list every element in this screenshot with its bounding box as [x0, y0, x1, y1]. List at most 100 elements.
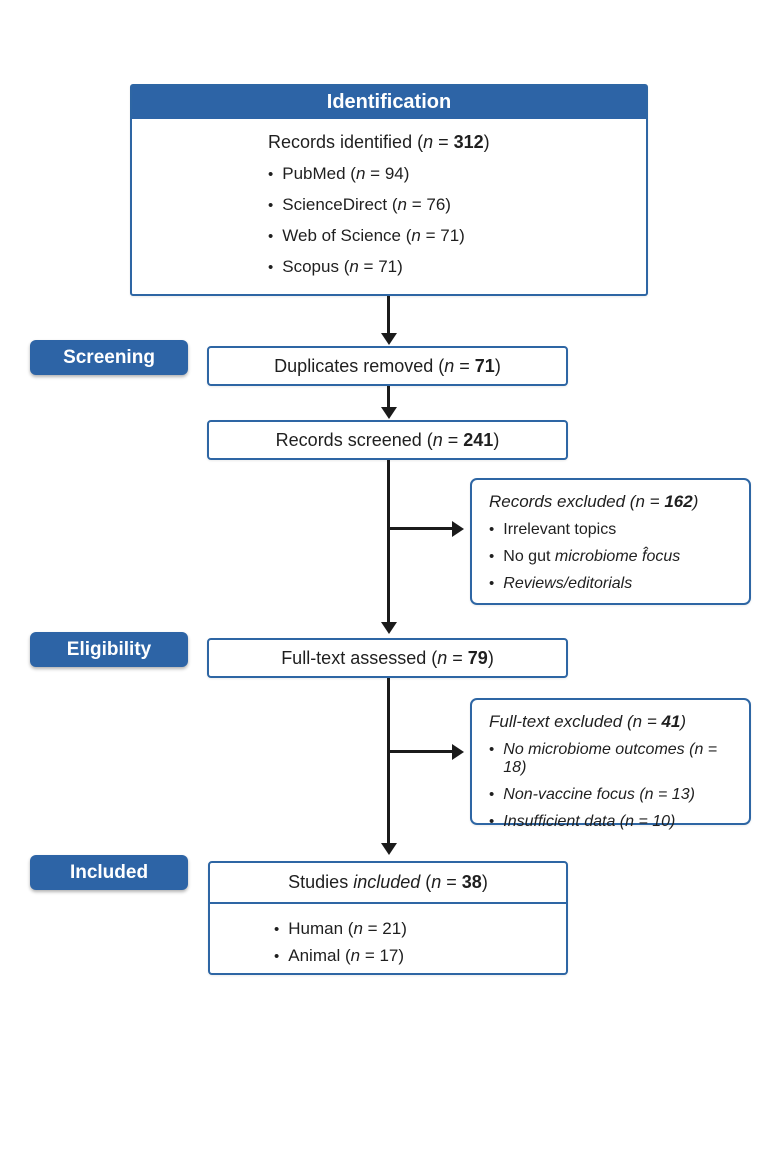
item-label: )	[403, 164, 410, 183]
n-symbol: n	[431, 872, 442, 892]
count-value: 13	[671, 786, 690, 803]
list-item-pubmed: • PubMed (n = 94)	[268, 164, 646, 184]
studies-included-list: •Human (n = 21) • Animal (n = 17)	[210, 904, 566, 966]
count-value: 71	[474, 355, 495, 376]
box-text: Duplicates removed (n = 71)	[274, 356, 501, 377]
item-text: PubMed (n = 94)	[282, 164, 409, 184]
n-symbol: n	[355, 164, 366, 183]
title-text: )	[680, 712, 687, 731]
box-text: Full-text assessed (n = 79)	[281, 648, 494, 669]
list-item-no-gut-microbiome-focus: •No gut microbiome f̂ocus	[489, 548, 741, 566]
full-text-excluded-box: Full-text excluded (n = 41) • No microbio…	[470, 698, 751, 830]
arrow-right-icon	[452, 744, 464, 760]
box-label: Full-text assessed (	[281, 647, 438, 668]
count-value: 18	[503, 759, 522, 776]
equals: =	[653, 786, 672, 803]
list-item-non-vaccine-focus: •Non-vaccine focus (n = 13)	[489, 786, 741, 804]
full-text-excluded-title: Full-text excluded (n = 41)	[489, 712, 741, 732]
bullet-icon: •	[268, 259, 274, 276]
n-symbol: n	[350, 946, 361, 965]
item-text: No microbiome outcomes (n = 18)	[503, 741, 741, 777]
records-excluded-title: Records excluded (n = 162)	[489, 492, 741, 512]
equals: =	[360, 946, 380, 965]
item-text: Insufficient data (n = 10)	[503, 813, 675, 831]
list-item-no-microbiome-outcomes: • No microbiome outcomes (n = 18)	[489, 741, 741, 777]
item-label: )	[398, 946, 405, 965]
box-label-italic: included	[353, 872, 421, 892]
bullet-icon: •	[268, 228, 274, 245]
item-label: )	[401, 919, 407, 938]
arrow-down-icon	[381, 333, 397, 345]
bullet-icon: •	[489, 786, 495, 803]
list-item-human: •Human (n = 21)	[274, 919, 566, 939]
box-label: )	[493, 429, 500, 450]
count-value: 71	[378, 257, 398, 276]
box-text: Studies included (n = 38)	[288, 872, 488, 893]
count-value: 94	[384, 164, 404, 183]
equals: =	[703, 741, 718, 758]
item-label: No gut	[503, 548, 555, 565]
item-label: )	[521, 759, 527, 776]
box-label: Studies	[288, 872, 354, 892]
full-text-assessed-box: Full-text assessed (n = 79)	[207, 638, 568, 678]
item-label: )	[397, 257, 403, 276]
equals: =	[358, 257, 379, 276]
n-symbol: n	[644, 786, 654, 803]
item-text: Animal (n = 17)	[288, 946, 404, 966]
identification-header: Identification	[132, 86, 646, 119]
duplicates-removed-box: Duplicates removed (n = 71)	[207, 346, 568, 386]
item-label: )	[670, 813, 676, 830]
stage-label-screening: Screening	[30, 340, 188, 375]
box-label: )	[494, 355, 501, 376]
n-symbol: n	[349, 257, 359, 276]
count-value: 71	[440, 226, 460, 245]
equals: =	[644, 492, 665, 511]
n-symbol: n	[432, 429, 443, 450]
item-label-italic: microbiome f̂ocus	[554, 548, 681, 565]
equals: =	[447, 647, 468, 668]
n-symbol: n	[694, 741, 704, 758]
connector-line	[387, 386, 390, 408]
bullet-icon: •	[268, 197, 274, 214]
box-label: Records screened (	[275, 429, 433, 450]
item-text: Irrelevant topics	[503, 521, 617, 538]
list-item-reviews-editorials: •Reviews/editorials	[489, 575, 741, 593]
title-text: Full-text excluded (	[489, 712, 633, 731]
list-item-web-of-science: • Web of Science (n = 71)	[268, 226, 646, 246]
item-label: Insufficient data (	[503, 813, 626, 830]
studies-included-title: Studies included (n = 38)	[210, 863, 566, 904]
n-symbol: n	[635, 492, 645, 511]
item-label: Non-vaccine focus (	[503, 786, 645, 803]
n-symbol: n	[625, 813, 635, 830]
count-value: 79	[467, 647, 488, 668]
item-text: Web of Science (n = 71)	[282, 226, 465, 246]
item-text: No gut microbiome f̂ocus	[503, 548, 680, 566]
connector-line	[387, 678, 390, 844]
box-label: (	[420, 872, 432, 892]
equals: =	[642, 712, 662, 731]
n-symbol: n	[632, 712, 643, 731]
equals: =	[442, 429, 464, 450]
count-value: 38	[461, 872, 482, 892]
bullet-icon: •	[268, 166, 274, 183]
branch-line	[389, 527, 453, 530]
item-text: ScienceDirect (n = 76)	[282, 195, 451, 215]
connector-line	[387, 296, 390, 334]
n-symbol: n	[444, 355, 455, 376]
count-value: 17	[379, 946, 399, 965]
bullet-icon: •	[274, 948, 280, 965]
bullet-icon: •	[489, 521, 495, 538]
list-item-sciencedirect: • ScienceDirect (n = 76)	[268, 195, 646, 215]
equals: =	[407, 195, 427, 214]
item-label: Web of Science (	[282, 226, 412, 245]
box-text: Records screened (n = 241)	[276, 430, 500, 451]
list-item-insufficient-data: •Insufficient data (n = 10)	[489, 813, 741, 831]
branch-line	[389, 750, 453, 753]
bullet-icon: •	[489, 741, 495, 758]
n-symbol: n	[353, 919, 363, 938]
box-label: )	[487, 647, 494, 668]
count-value: 162	[664, 492, 693, 511]
title-text: )	[483, 132, 490, 152]
n-symbol: n	[423, 132, 434, 152]
